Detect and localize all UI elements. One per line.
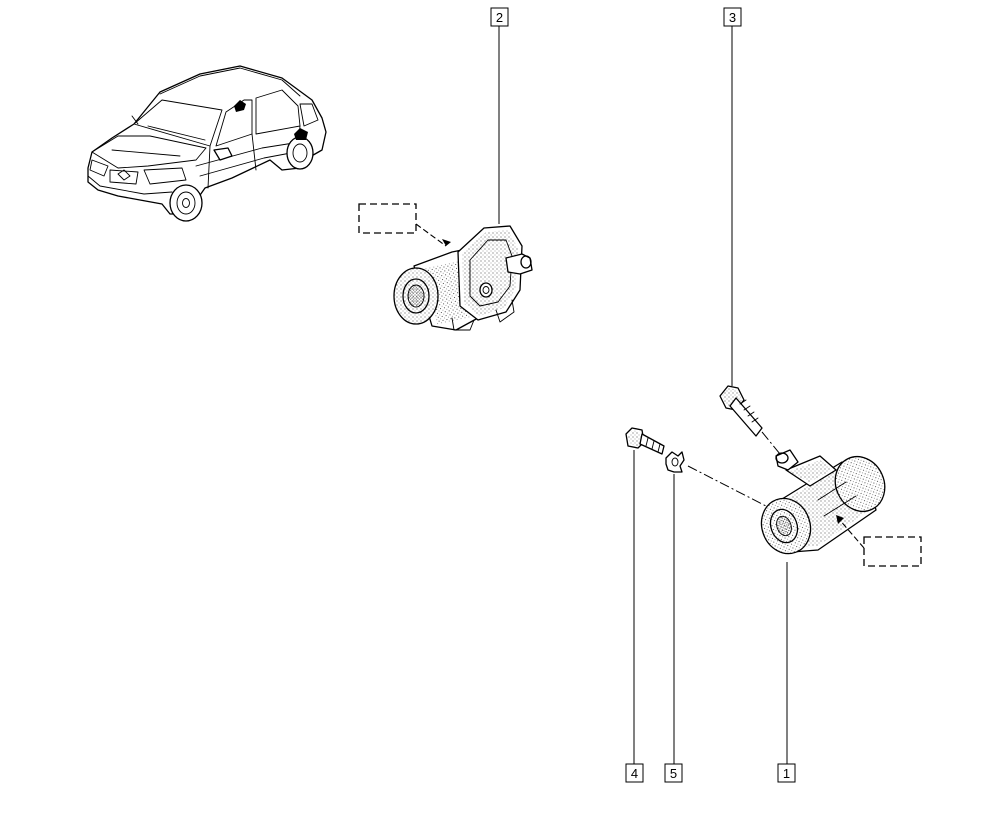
- car-mirror: [213, 147, 233, 161]
- car-location-marker-top: [234, 100, 246, 112]
- callout-3[interactable]: 3: [723, 7, 742, 27]
- callout-5-label: 5: [670, 766, 677, 781]
- callout-1[interactable]: 1: [777, 763, 796, 783]
- callout-5[interactable]: 5: [664, 763, 683, 783]
- car-location-marker-rear: [294, 128, 308, 140]
- car-front-wheel: [169, 184, 203, 222]
- car-body-outline: [87, 65, 327, 215]
- part-5-washer: [665, 451, 685, 764]
- part-4-shank: [639, 433, 665, 455]
- car-roof: [159, 67, 301, 97]
- assembly-axis: [687, 465, 767, 507]
- part-3-bleed-screw: [719, 26, 781, 455]
- part-1-wheel-cylinder: [760, 449, 922, 764]
- car-illustration: [87, 65, 327, 222]
- callout-1-label: 1: [783, 766, 790, 781]
- callout-4[interactable]: 4: [625, 763, 644, 783]
- callout-3-label: 3: [729, 10, 736, 25]
- car-headlight: [143, 167, 187, 185]
- callout-2[interactable]: 2: [490, 7, 509, 27]
- car-hood: [91, 135, 207, 169]
- part-2-reference-box: [358, 203, 417, 234]
- car-window-rear: [255, 89, 301, 135]
- car-windshield: [133, 99, 223, 147]
- part-3-threaded-shank: [729, 397, 763, 437]
- part-2-pipe-port: [479, 282, 493, 298]
- callout-2-label: 2: [496, 10, 503, 25]
- part-2-bleed-nipple: [505, 253, 533, 275]
- part-1-reference-box: [863, 536, 922, 567]
- part-2-wheel-cylinder: [358, 26, 533, 331]
- part-4-bolt: [625, 427, 665, 764]
- part-5-toothed-washer: [665, 451, 685, 473]
- car-rear-wheel: [286, 136, 314, 170]
- callout-4-label: 4: [631, 766, 638, 781]
